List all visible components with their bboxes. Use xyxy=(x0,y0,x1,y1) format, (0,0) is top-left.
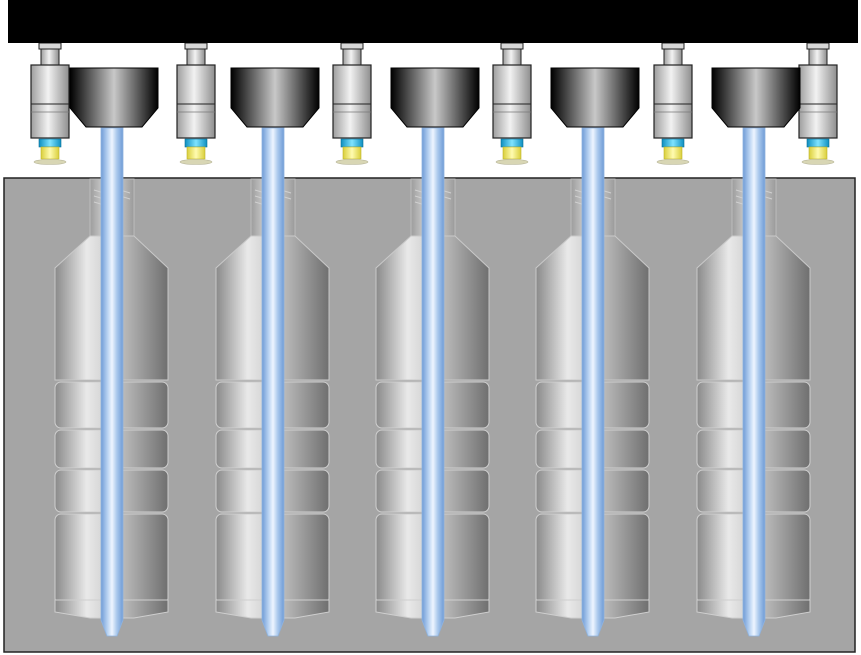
valve-body xyxy=(30,64,70,139)
valve-body xyxy=(798,64,838,139)
pneumatic-valve xyxy=(30,42,70,165)
pneumatic-valve xyxy=(653,42,693,165)
pneumatic-valve xyxy=(332,42,372,165)
valve-fitting-yellow xyxy=(342,146,362,160)
stretch-rod xyxy=(421,127,445,637)
valve-stem xyxy=(186,48,206,66)
blow-nozzle-head xyxy=(69,67,159,128)
valve-body xyxy=(653,64,693,139)
blow-nozzle-head xyxy=(390,67,480,128)
valve-stem xyxy=(502,48,522,66)
pneumatic-valve xyxy=(176,42,216,165)
valve-stem xyxy=(808,48,828,66)
valve-fitting-cyan xyxy=(340,138,364,148)
valve-stem xyxy=(663,48,683,66)
valve-cap xyxy=(184,42,208,50)
valve-fitting-yellow xyxy=(40,146,60,160)
blow-nozzle-head xyxy=(550,67,640,128)
valve-cap xyxy=(38,42,62,50)
valve-base-shadow xyxy=(335,159,369,165)
valve-fitting-cyan xyxy=(661,138,685,148)
valve-base-shadow xyxy=(33,159,67,165)
valve-fitting-cyan xyxy=(38,138,62,148)
valve-cap xyxy=(500,42,524,50)
valve-fitting-yellow xyxy=(502,146,522,160)
valve-stem xyxy=(342,48,362,66)
blow-nozzle-head xyxy=(711,67,801,128)
stretch-rod xyxy=(581,127,605,637)
stretch-rod xyxy=(261,127,285,637)
manifold-plate xyxy=(8,0,858,43)
neck-threads xyxy=(414,189,452,206)
valve-fitting-cyan xyxy=(500,138,524,148)
valve-cap xyxy=(340,42,364,50)
valve-fitting-cyan xyxy=(806,138,830,148)
neck-threads xyxy=(574,189,612,206)
stretch-rod xyxy=(742,127,766,637)
valve-base-shadow xyxy=(495,159,529,165)
neck-threads xyxy=(93,189,131,206)
valve-fitting-cyan xyxy=(184,138,208,148)
valve-fitting-yellow xyxy=(186,146,206,160)
valve-base-shadow xyxy=(179,159,213,165)
valve-base-shadow xyxy=(801,159,835,165)
bottle-cavity xyxy=(54,178,169,619)
neck-threads xyxy=(735,189,773,206)
pneumatic-valve xyxy=(798,42,838,165)
valve-cap xyxy=(661,42,685,50)
valve-fitting-yellow xyxy=(808,146,828,160)
valve-body xyxy=(332,64,372,139)
valve-stem xyxy=(40,48,60,66)
blow-nozzle-head xyxy=(230,67,320,128)
valve-fitting-yellow xyxy=(663,146,683,160)
stretch-rod xyxy=(100,127,124,637)
valve-cap xyxy=(806,42,830,50)
valve-body xyxy=(492,64,532,139)
valve-base-shadow xyxy=(656,159,690,165)
pneumatic-valve xyxy=(492,42,532,165)
valve-body xyxy=(176,64,216,139)
neck-threads xyxy=(254,189,292,206)
